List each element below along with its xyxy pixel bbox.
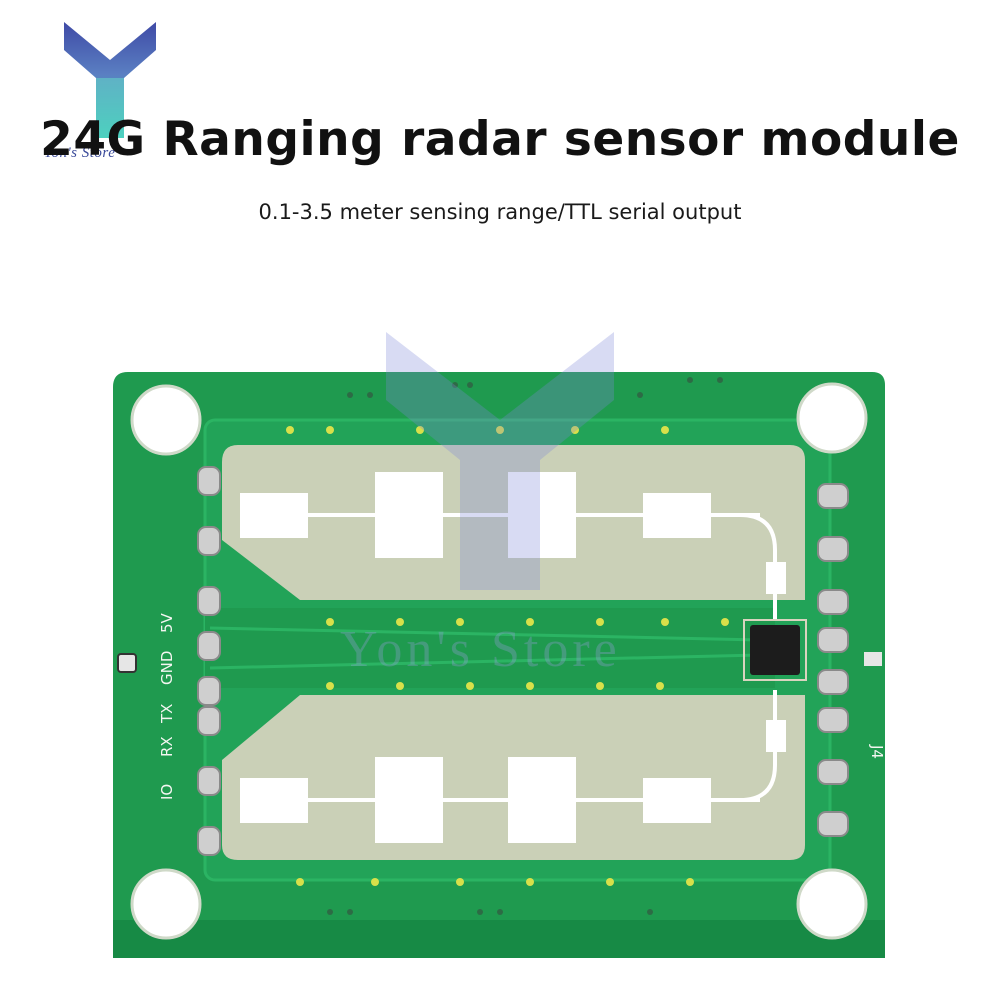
page-subtitle: 0.1-3.5 meter sensing range/TTL serial o… <box>258 200 742 224</box>
antenna-patch <box>240 778 308 823</box>
mounting-hole <box>130 384 202 456</box>
antenna-patch <box>240 493 308 538</box>
antenna-patch <box>643 778 711 823</box>
store-logo <box>64 22 156 138</box>
connector-label-j4: J4 <box>868 744 886 759</box>
antenna-patch <box>508 757 576 843</box>
pin-label-gnd: GND <box>158 651 176 685</box>
store-name-caption: Yon's Store <box>44 145 116 161</box>
watermark-logo <box>386 332 614 590</box>
radar-chip <box>750 625 800 675</box>
pin-label-5v: 5V <box>158 612 176 633</box>
antenna-patch <box>508 472 576 558</box>
page-title: 24G Ranging radar sensor module <box>40 112 960 167</box>
mounting-hole <box>796 382 868 454</box>
left-pin-header <box>197 466 221 856</box>
antenna-patch <box>643 493 711 538</box>
antenna-patch <box>375 472 443 558</box>
watermark-text: Yon's Store <box>340 621 621 678</box>
pin-label-tx: TX <box>158 704 176 724</box>
right-pin-header <box>817 483 849 837</box>
pin-label-rx: RX <box>158 736 176 757</box>
mounting-hole <box>130 868 202 940</box>
pin-label-io: IO <box>158 784 176 800</box>
mounting-hole <box>796 868 868 940</box>
antenna-patch <box>375 757 443 843</box>
